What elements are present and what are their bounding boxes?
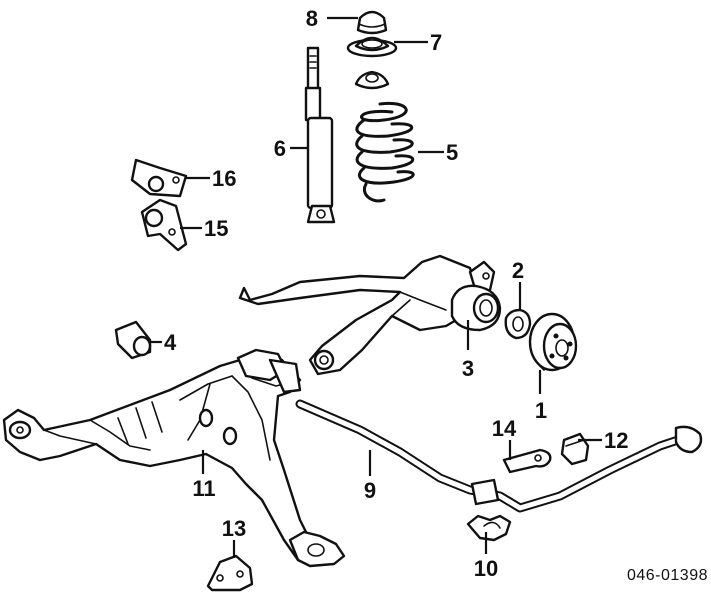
callout-2: 2 [512,258,524,283]
callout-11: 11 [192,476,215,501]
callout-12: 12 [604,428,628,453]
callout-5: 5 [446,140,458,165]
part-16-bracket [130,158,188,198]
callout-10: 10 [474,556,498,581]
callout-4: 4 [164,330,177,355]
callout-14: 14 [492,416,517,441]
part-6-shock-absorber [304,46,336,224]
part-12-stabilizer-bushing [560,432,590,466]
callout-16: 16 [212,166,236,191]
part-4-bushing [114,320,152,360]
part-15-bracket [140,198,188,252]
part-9-stabilizer-bar [295,399,703,513]
callout-3: 3 [462,356,474,381]
part-7-lower-insulator [354,70,390,90]
part-14-link-plate [502,448,552,474]
callout-8: 8 [306,6,318,31]
callout-9: 9 [364,478,376,503]
part-2-wheel-bearing [504,308,532,340]
callout-7: 7 [430,30,442,55]
callout-13: 13 [222,516,246,541]
reference-code: 046-01398 [627,567,708,584]
callout-leaders [150,16,602,558]
part-3-hub-carrier [450,284,502,332]
part-5-coil-spring [355,101,415,203]
callout-1: 1 [535,398,547,423]
part-7-spring-seat [346,36,398,58]
part-13-mount [206,554,254,592]
callout-15: 15 [204,216,228,241]
part-11-subframe [2,348,346,568]
part-10-clamp [466,514,512,542]
part-1-wheel-hub [528,312,578,372]
callout-6: 6 [274,136,286,161]
callout-labels: 8 7 6 5 16 15 4 3 2 1 14 12 11 9 13 10 [164,6,628,581]
part-8-bump-stop [356,10,388,35]
